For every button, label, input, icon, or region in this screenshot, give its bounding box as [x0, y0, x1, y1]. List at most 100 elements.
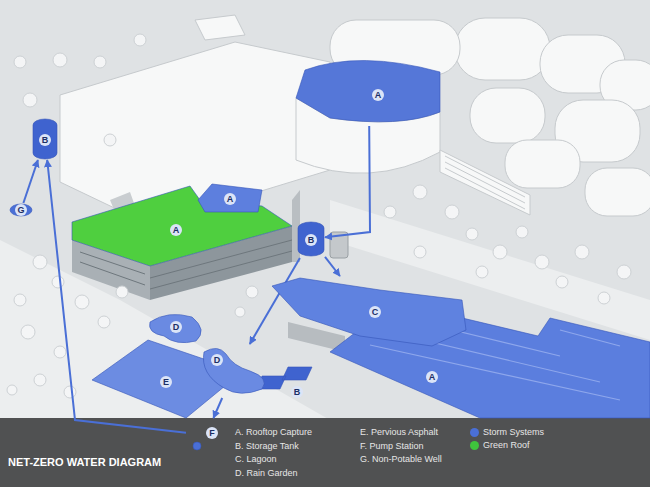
key-entry: C. Lagoon: [235, 454, 277, 465]
pump-station: F: [186, 418, 226, 452]
trees: [516, 226, 528, 238]
letter-label: F: [206, 427, 218, 439]
rain-garden-outline: [150, 314, 202, 342]
storage-tank: B: [32, 118, 58, 160]
trees: [7, 385, 17, 395]
key-band: [0, 418, 650, 487]
trees: [34, 374, 46, 386]
letter-label: A: [170, 224, 182, 236]
campus-buildings: [505, 140, 580, 188]
rooftop-capture-outline: [198, 184, 262, 212]
campus-buildings: [195, 15, 245, 40]
trees: [617, 265, 631, 279]
trees: [384, 206, 396, 218]
storage-tank-outline: [256, 367, 312, 389]
silos: [330, 232, 348, 258]
key-entry: F. Pump Station: [360, 441, 424, 452]
trees: [98, 316, 110, 328]
letter-label: B: [305, 234, 317, 246]
trees: [14, 56, 26, 68]
storm-pipe: [23, 160, 38, 203]
roof-stripes: [370, 316, 620, 400]
trees: [116, 286, 128, 298]
legend-swatch: [470, 428, 479, 437]
main-building: [80, 262, 145, 285]
rooftop-capture-outline: [296, 60, 440, 121]
trees: [104, 134, 116, 146]
letter-label: D: [170, 321, 182, 333]
storage-tank-outline: [298, 222, 324, 256]
trees: [466, 228, 478, 240]
campus-buildings: [470, 88, 545, 143]
storage-tank: B: [297, 220, 325, 258]
legend-swatch: [470, 441, 479, 450]
trees: [493, 245, 507, 259]
campus-buildings: [60, 15, 650, 225]
letter-label: B: [291, 386, 303, 398]
letter-label: A: [426, 371, 438, 383]
rooftop-capture: A: [296, 56, 442, 126]
bleacher-lines: [445, 168, 525, 209]
letter-label: A: [372, 89, 384, 101]
pervious-asphalt-outline: [92, 340, 242, 418]
bleacher-lines: [445, 162, 525, 203]
trees: [535, 255, 549, 269]
letter-label: A: [224, 193, 236, 205]
trees: [235, 307, 245, 317]
trees: [556, 276, 568, 288]
trees: [598, 292, 610, 304]
trees: [75, 295, 89, 309]
trees: [23, 93, 37, 107]
diagram-title: NET-ZERO WATER DIAGRAM: [8, 456, 161, 469]
trees: [134, 34, 146, 46]
storm-pipe: [325, 257, 340, 276]
campus-buildings: [585, 168, 650, 216]
trees: [445, 205, 459, 219]
storage-tank: B: [256, 364, 314, 402]
key-entry: B. Storage Tank: [235, 441, 299, 452]
lagoon-outline: [272, 278, 466, 346]
trees: [64, 386, 76, 398]
campus-buildings: [455, 18, 550, 80]
trees: [414, 246, 426, 258]
trees: [33, 255, 47, 269]
non-potable-well-outline: [10, 204, 32, 216]
storm-pipe: [325, 126, 370, 237]
trees: [53, 53, 67, 67]
bleacher-lines: [445, 156, 525, 209]
trees: [413, 185, 427, 199]
key-entry: E. Pervious Asphalt: [360, 427, 438, 438]
trees: [575, 245, 589, 259]
rooftop-capture: A: [196, 182, 264, 214]
rain-garden: D: [198, 344, 270, 398]
letter-label: E: [160, 376, 172, 388]
trees: [14, 294, 26, 306]
rooftop-capture-shape: [296, 56, 442, 126]
rooftop-capture-outline: [330, 302, 650, 418]
storage-tank-shape: [256, 364, 314, 402]
non-potable-well: G: [9, 203, 33, 217]
trees: [94, 56, 106, 68]
rain-garden-shape: [198, 344, 270, 398]
trees: [476, 266, 488, 278]
lagoon-shape: [268, 276, 468, 348]
bleacher-lines: [445, 156, 525, 197]
trees: [246, 286, 258, 298]
key-entry: G. Non-Potable Well: [360, 454, 442, 465]
storm-pipe: [213, 398, 222, 418]
trees: [54, 346, 66, 358]
lagoon: C: [268, 276, 468, 348]
rain-garden: D: [146, 310, 208, 346]
key-entry: D. Rain Garden: [235, 468, 298, 479]
letter-label: B: [39, 134, 51, 146]
trees: [52, 276, 64, 288]
key-entry: A. Rooftop Capture: [235, 427, 312, 438]
storage-tank-outline: [33, 119, 57, 159]
letter-label: G: [15, 204, 27, 216]
pump-station-outline: [193, 442, 201, 450]
trees: [21, 325, 35, 339]
legend-text: Green Roof: [483, 440, 530, 451]
letter-label: C: [369, 306, 381, 318]
